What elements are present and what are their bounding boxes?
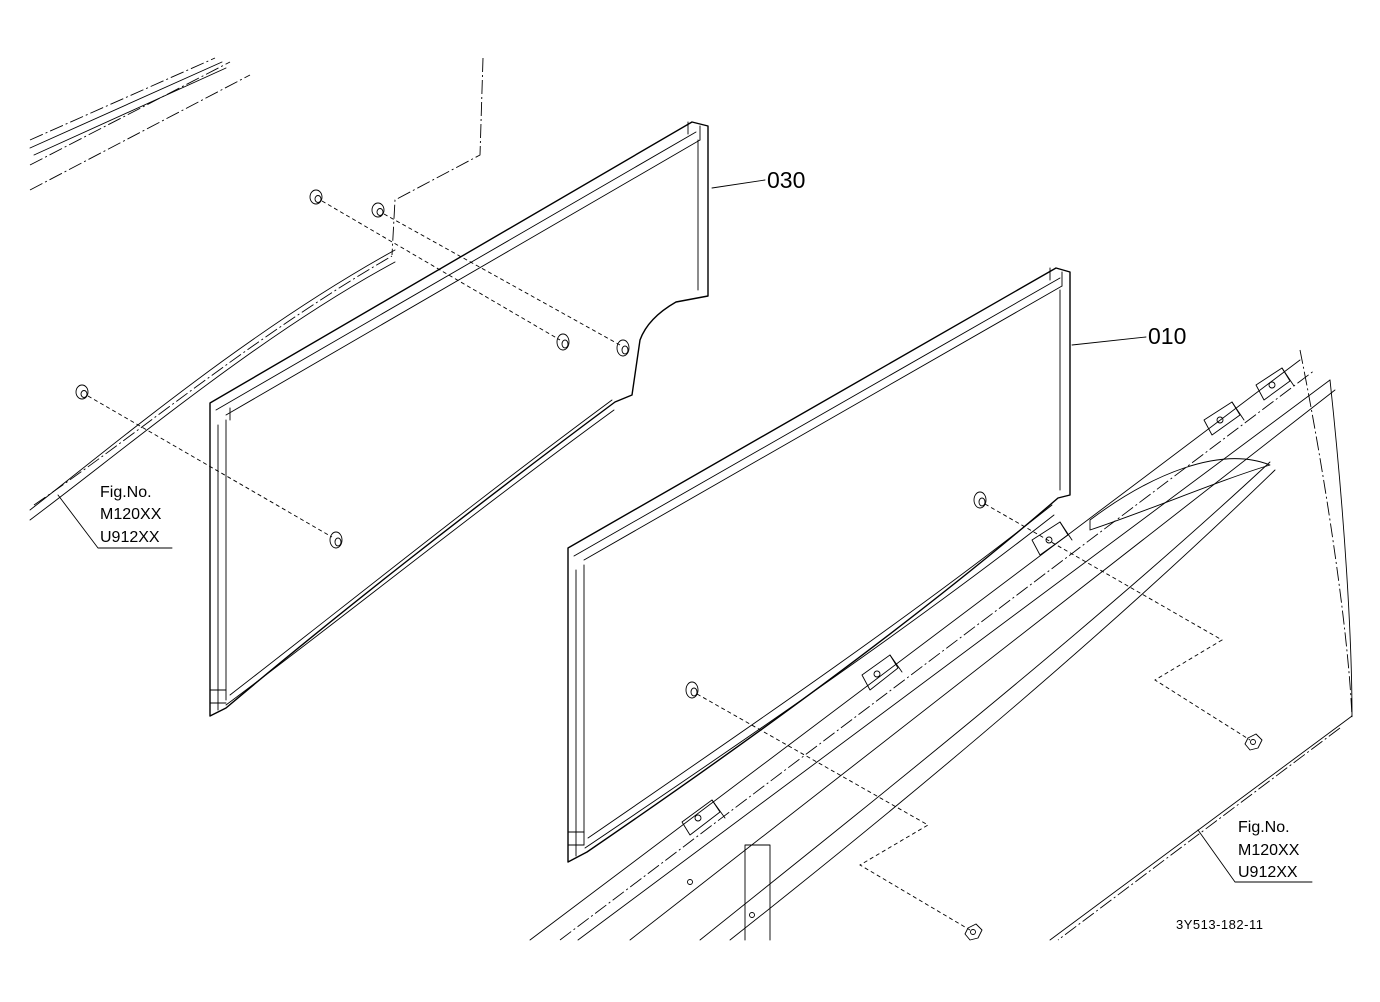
bracket-5 [1255, 367, 1295, 401]
fasteners [75, 189, 1263, 941]
leader-line [321, 200, 561, 341]
leader-line [696, 693, 971, 931]
screw-hole [749, 912, 755, 918]
fig-ref-line-2: M120XX [100, 506, 162, 523]
figure-reference-right: Fig.No. M120XX U912XX [1197, 819, 1313, 883]
grommet [309, 189, 323, 205]
callout-010: 010 [1071, 323, 1186, 349]
leader-line [383, 213, 621, 346]
fig-ref-line-1: Fig.No. [1238, 819, 1290, 836]
hole [329, 531, 343, 549]
mounting-brackets [681, 367, 1295, 918]
fig-ref-line-3: U912XX [100, 529, 160, 546]
fig-ref-line-3: U912XX [1238, 864, 1298, 881]
part-number-label: 010 [1148, 323, 1186, 349]
bracket-2 [861, 654, 903, 691]
screw-hole [687, 879, 693, 885]
part-number-label: 030 [767, 167, 805, 193]
cab-frame-upper-left [29, 57, 484, 521]
nut [1244, 733, 1263, 751]
hole [616, 339, 630, 357]
bracket-3 [1031, 521, 1073, 556]
leader-line [87, 395, 333, 538]
bracket-1 [681, 799, 726, 836]
bracket-4 [1203, 401, 1245, 436]
drawing-code: 3Y513-182-11 [1176, 917, 1263, 932]
hole [685, 681, 699, 699]
fig-ref-line-1: Fig.No. [100, 484, 152, 501]
glass-panel-010 [567, 267, 1071, 863]
fig-ref-line-2: M120XX [1238, 842, 1300, 859]
glass-panel-030 [209, 121, 709, 717]
callout-030: 030 [711, 167, 805, 193]
hole [973, 491, 987, 509]
grommet [75, 384, 89, 400]
cab-body-lower-right [529, 349, 1353, 941]
leader-line [984, 503, 1251, 741]
nut [964, 923, 983, 941]
figure-reference-left: Fig.No. M120XX U912XX [57, 484, 173, 549]
grommet [371, 202, 385, 218]
hole [556, 333, 570, 351]
